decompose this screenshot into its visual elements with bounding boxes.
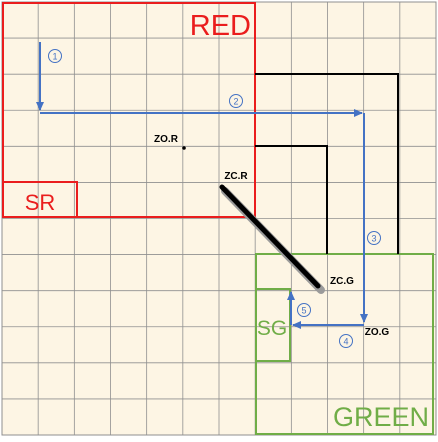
sg-label: SG [257,317,287,340]
outer-corridor-line [255,73,399,254]
red-zone-label: RED [190,10,251,42]
red-zone-outline [2,2,256,218]
zc-g-label: ZC.G [330,276,354,287]
inner-corridor-line [255,145,328,254]
zo-g-label: ZO.G [365,327,390,338]
green-zone-label: GREEN [333,402,429,432]
step-marker-3: 3 [367,231,381,245]
step-number: 4 [343,337,348,347]
step-marker-5: 5 [297,303,311,317]
sr-label: SR [25,190,56,215]
step-marker-1: 1 [48,49,62,63]
zo-r-label: ZO.R [154,134,179,145]
zc-r-label: ZC.R [224,171,248,182]
diagonal-barrier [219,184,321,289]
step-number: 3 [371,234,376,244]
step-number: 5 [301,306,306,316]
zo-r-dot [182,146,186,150]
step-number: 2 [233,97,238,107]
step-marker-2: 2 [229,94,243,108]
step-marker-4: 4 [339,334,353,348]
sr-box [2,181,78,218]
step-number: 1 [52,52,57,62]
